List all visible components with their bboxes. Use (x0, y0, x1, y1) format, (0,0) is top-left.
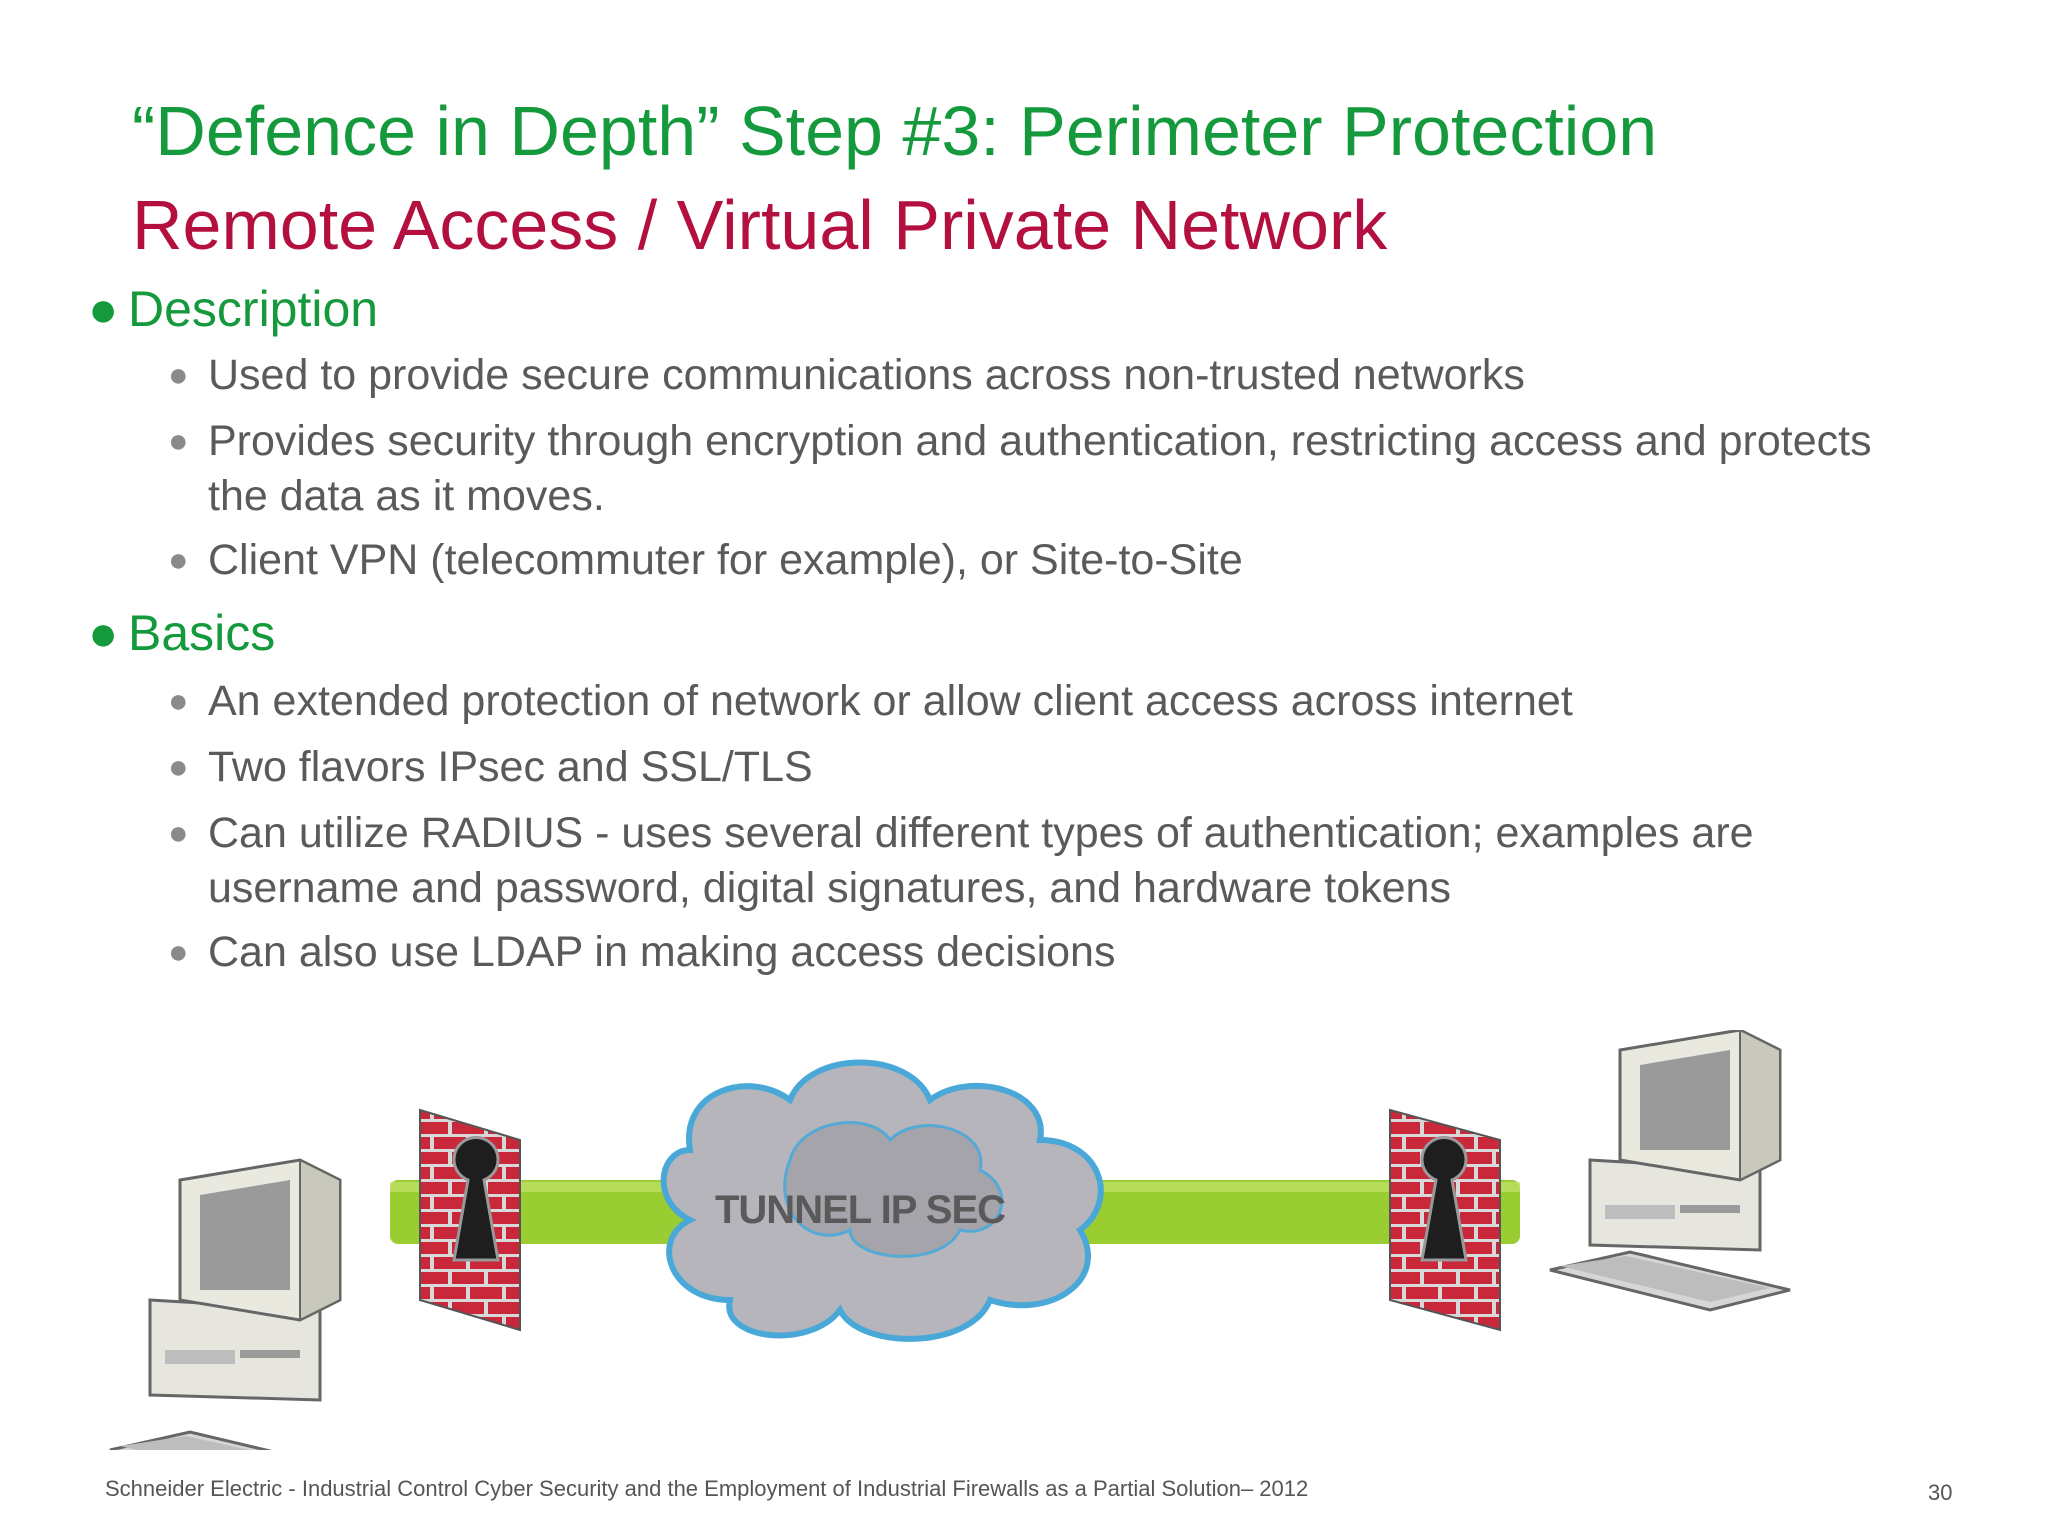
bullet-dot: ● (168, 748, 189, 786)
bullet-text: Can utilize RADIUS - uses several differ… (208, 809, 1754, 912)
bullet-dot: ● (88, 605, 119, 661)
bullet-item: ● Two flavors IPsec and SSL/TLS (168, 740, 1908, 795)
section-heading-basics: ●Basics (88, 608, 275, 658)
bullet-item: ● Provides security through encryption a… (168, 414, 1908, 524)
bullet-dot: ● (168, 933, 189, 971)
bullet-dot: ● (168, 814, 189, 852)
footer-text: Schneider Electric - Industrial Control … (105, 1476, 1309, 1501)
computer-icon (1549, 1030, 1791, 1312)
bullet-dot: ● (168, 356, 189, 394)
cloud-icon: TUNNEL IP SEC (660, 1059, 1104, 1342)
bullet-item: ● Client VPN (telecommuter for example),… (168, 533, 1908, 588)
bullet-item: ● Can also use LDAP in making access dec… (168, 925, 1908, 980)
bullet-text: An extended protection of network or all… (208, 677, 1573, 725)
bullet-dot: ● (168, 541, 189, 579)
bullet-item: ● Used to provide secure communications … (168, 348, 1908, 403)
page-number: 30 (1928, 1480, 1953, 1505)
computer-icon (109, 1158, 342, 1450)
bullet-dot: ● (88, 281, 119, 337)
section-heading-label: Description (128, 281, 379, 337)
bullet-text: Two flavors IPsec and SSL/TLS (208, 743, 813, 791)
bullet-dot: ● (168, 682, 189, 720)
bullet-item: ● An extended protection of network or a… (168, 674, 1908, 729)
section-heading-description: ●Description (88, 284, 378, 334)
bullet-dot: ● (168, 422, 189, 460)
section-heading-label: Basics (128, 605, 276, 661)
vpn-diagram: TUNNEL IP SEC (109, 1030, 1791, 1450)
slide-subtitle: Remote Access / Virtual Private Network (132, 186, 1388, 264)
bullet-item: ● Can utilize RADIUS - uses several diff… (168, 806, 1908, 916)
bullet-text: Can also use LDAP in making access decis… (208, 928, 1116, 976)
bullet-text: Used to provide secure communications ac… (208, 351, 1525, 399)
bullet-text: Client VPN (telecommuter for example), o… (208, 536, 1243, 584)
bullet-text: Provides security through encryption and… (208, 417, 1872, 520)
slide-title: “Defence in Depth” Step #3: Perimeter Pr… (132, 92, 1658, 170)
firewall-icon (1389, 1108, 1501, 1332)
cloud-label: TUNNEL IP SEC (715, 1188, 1005, 1232)
firewall-icon (419, 1108, 521, 1332)
